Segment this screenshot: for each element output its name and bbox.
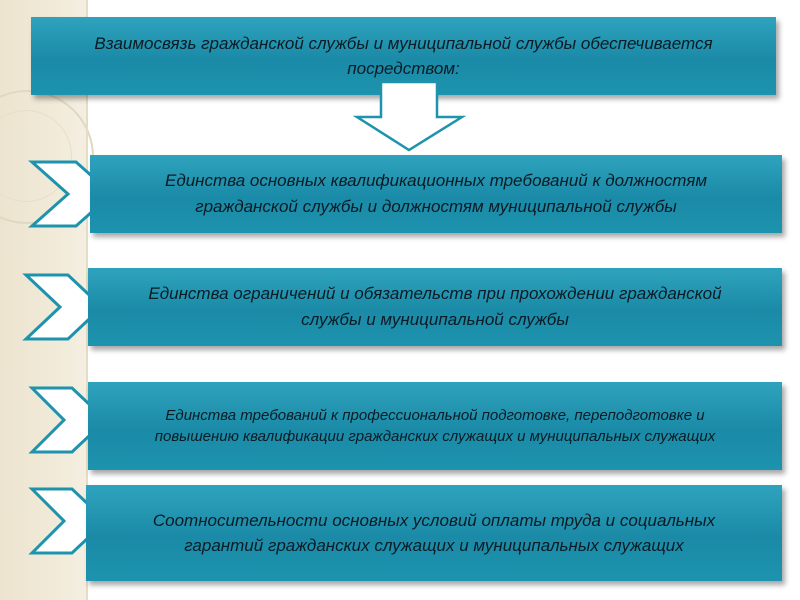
header-text: Взаимосвязь гражданской службы и муницип… <box>94 34 713 78</box>
chevron-right-icon <box>22 273 105 341</box>
item-text-1: Единства основных квалификационных требо… <box>164 171 708 216</box>
item-box-2: Единства ограничений и обязательств при … <box>88 268 782 346</box>
chevron-right-icon <box>28 386 109 454</box>
down-arrow-icon <box>352 80 467 152</box>
item-text-4: Соотносительности основных условий оплат… <box>152 511 716 555</box>
header-box: Взаимосвязь гражданской службы и муницип… <box>31 17 776 95</box>
item-box-4: Соотносительности основных условий оплат… <box>86 485 782 581</box>
item-text-3: Единства требований к профессиональной п… <box>154 407 716 445</box>
item-text-2: Единства ограничений и обязательств при … <box>148 284 722 329</box>
item-box-1: Единства основных квалификационных требо… <box>90 155 782 233</box>
item-box-3: Единства требований к профессиональной п… <box>88 382 782 470</box>
